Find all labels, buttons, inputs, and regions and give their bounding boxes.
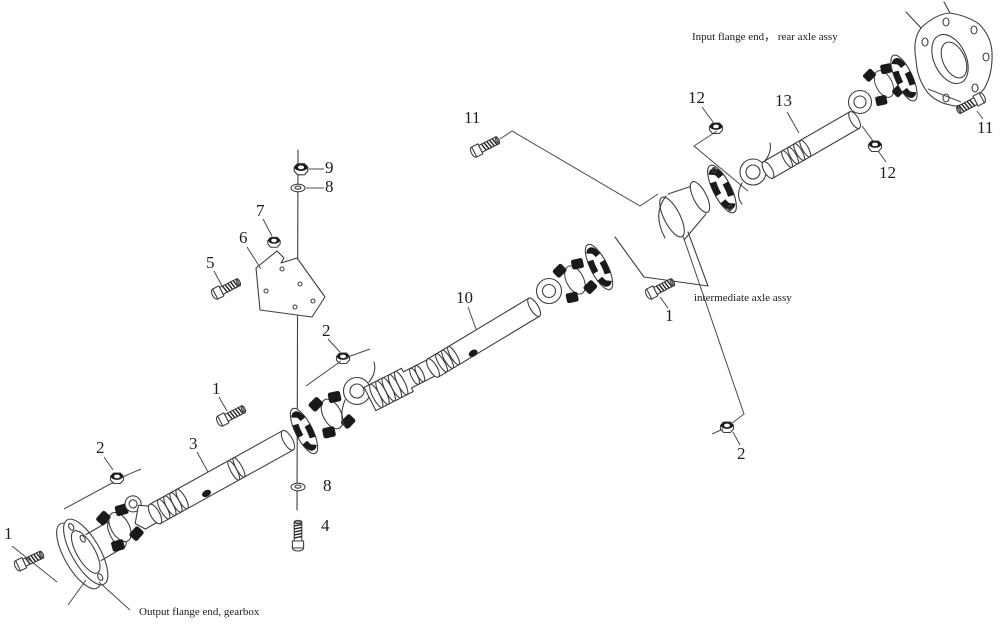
bolt-1-intermediate (643, 275, 678, 302)
gearbox-output-flange (56, 495, 162, 590)
nut-2-left (109, 472, 125, 485)
nut-9 (293, 163, 309, 176)
mounting-bracket (255, 250, 326, 318)
bolt-11-left (468, 133, 503, 160)
bolt-5 (209, 275, 244, 302)
front-propeller-shaft (147, 429, 296, 525)
bolt-1-front (214, 402, 249, 429)
nut-12-right (867, 140, 883, 153)
nut-2-center (335, 352, 351, 365)
leader-lines (11, 88, 984, 611)
slip-yoke-spline (363, 359, 436, 412)
center-universal-joint (285, 361, 376, 457)
center-bracket-axis (296, 149, 299, 511)
intermediate-propeller-shaft (426, 297, 542, 378)
intermediate-joint (535, 241, 618, 307)
washer-8-upper (290, 183, 306, 193)
rear-universal-joint (847, 52, 923, 115)
intermediate-axle-housing (614, 162, 742, 287)
rear-axle-input-flange (905, 1, 993, 107)
rear-propeller-shaft (761, 110, 862, 180)
rear-joint-yoke (737, 142, 771, 205)
nut-7 (267, 236, 281, 248)
washer-8-lower (290, 482, 306, 492)
bolt-4 (291, 519, 305, 552)
